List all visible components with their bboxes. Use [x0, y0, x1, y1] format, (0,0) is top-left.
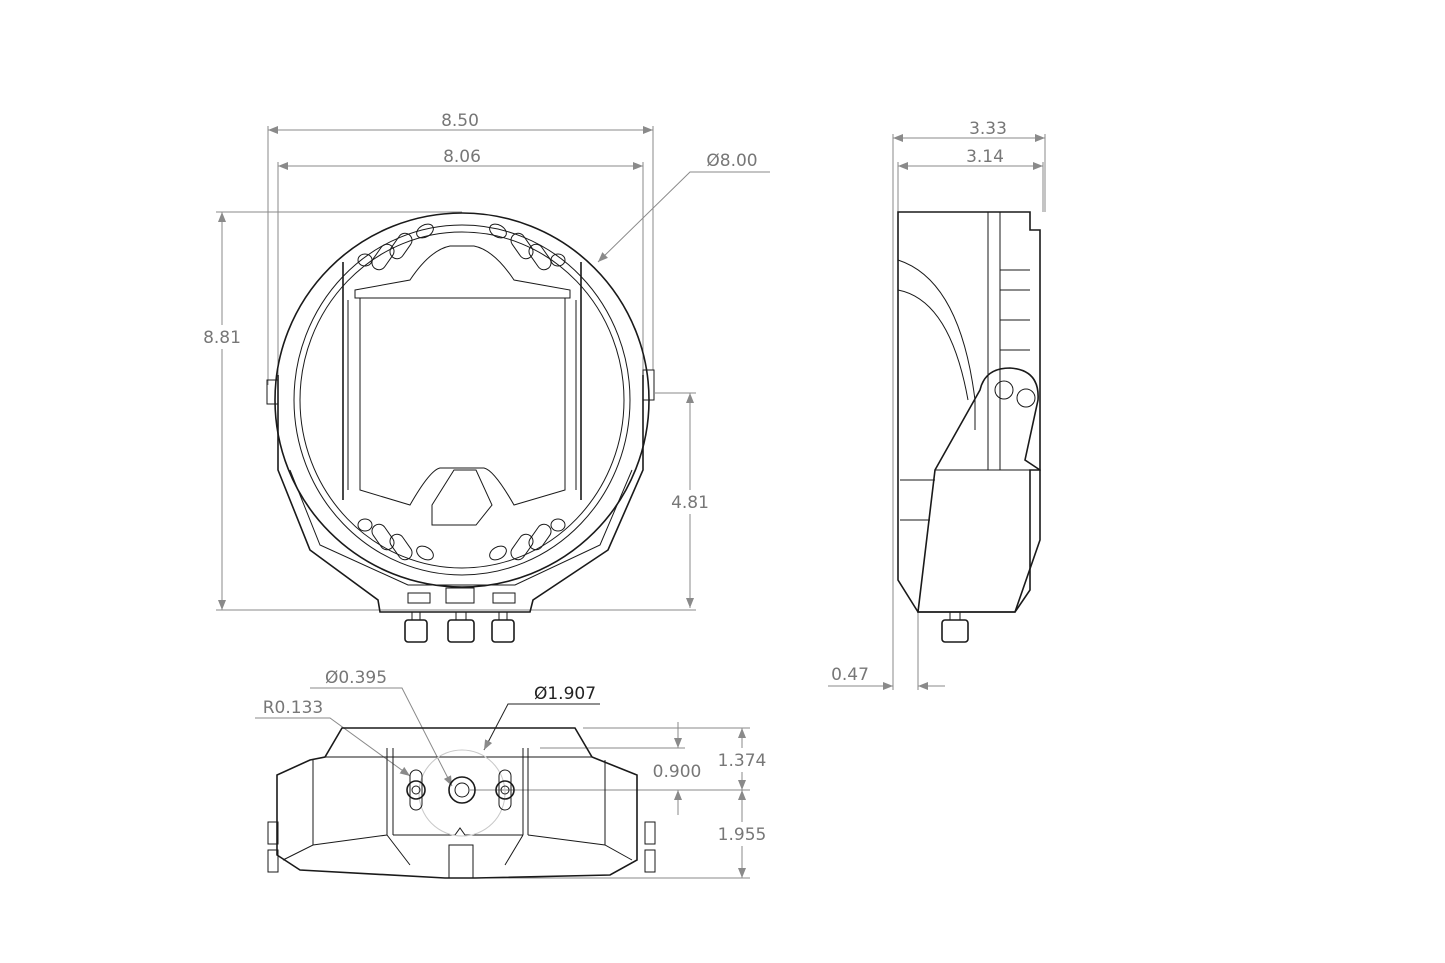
label-height-top: 1.374: [718, 751, 767, 771]
leader-hole-diameter: [310, 687, 453, 787]
leader-diameter-8-00: [597, 171, 770, 263]
light-side-body: [897, 211, 1041, 643]
mount-holes: [406, 769, 515, 811]
label-mount-height: 4.81: [671, 493, 709, 513]
vent-slots: [357, 223, 566, 561]
label-depth-overall: 3.33: [969, 119, 1007, 139]
label-width-overall: 8.50: [441, 111, 479, 131]
light-front-body: [266, 212, 655, 643]
label-diameter: Ø8.00: [706, 151, 757, 171]
label-center-offset: 0.900: [653, 762, 702, 782]
bolt-circle: [418, 749, 506, 837]
label-bolt-circle-diameter: Ø1.907: [534, 684, 596, 704]
label-offset: 0.47: [831, 665, 869, 685]
label-slot-radius: R0.133: [263, 698, 323, 718]
label-height-bottom: 1.955: [718, 825, 767, 845]
mount-nuts: [404, 612, 515, 643]
label-depth-body: 3.14: [966, 147, 1004, 167]
label-height-overall: 8.81: [203, 328, 241, 348]
bottom-view: R0.133 Ø0.395 Ø1.907 1.374 0.900 1.955: [255, 668, 767, 879]
label-width-body: 8.06: [443, 147, 481, 167]
front-view: 8.50 8.06 Ø8.00 8.81 4.81: [203, 111, 770, 643]
side-view: 3.33 3.14 0.47: [828, 119, 1046, 690]
leader-bolt-circle: [483, 703, 600, 751]
label-hole-diameter: Ø0.395: [325, 668, 387, 688]
light-bottom-body: [267, 727, 656, 879]
